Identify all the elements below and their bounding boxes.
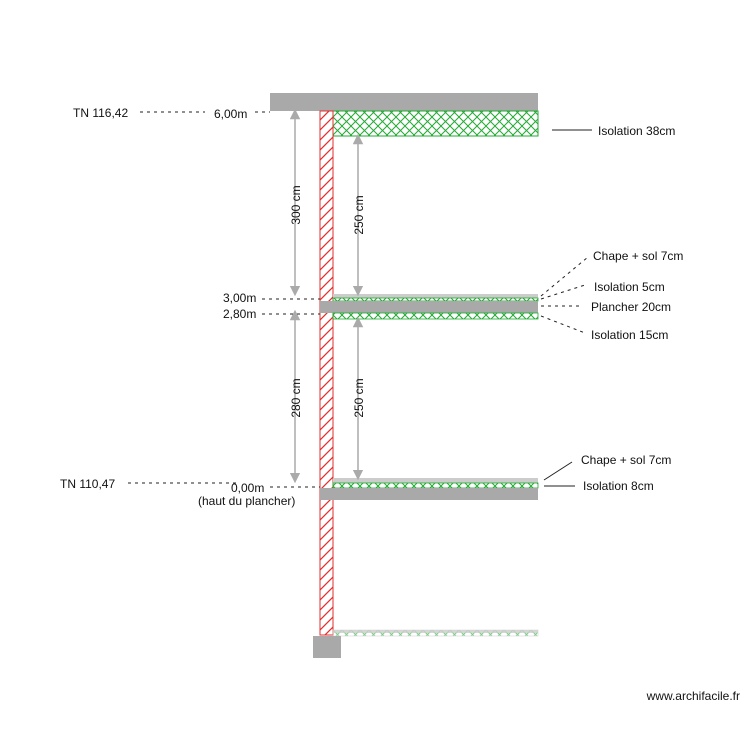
dim-upper-total-label: 300 cm [289,185,303,224]
footing [313,636,341,658]
g-screed-label: Chape + sol 7cm [581,453,671,467]
f1-insulation-top-label: Isolation 5cm [594,280,665,294]
tn-bottom-label: TN 110,47 [60,477,115,491]
tn-top-label: TN 116,42 [73,106,128,120]
basement-slab-gray [333,630,538,633]
f1-slab [320,301,538,313]
ground-level-label: 0,00m [231,481,264,495]
watermark: www.archifacile.fr [646,689,740,703]
f1-screed-label: Chape + sol 7cm [593,249,683,263]
f1-insulation-bottom [332,312,539,320]
g-insulation [332,482,539,489]
g-slab [320,488,538,500]
f1-screed-leader [540,256,589,297]
roof-level-label: 6,00m [214,107,247,121]
g-insulation-label: Isolation 8cm [583,479,654,493]
roof-slab [270,93,538,111]
f1-insulation-top-leader [540,284,586,300]
roof-insulation-label: Isolation 38cm [598,124,675,138]
wall [319,110,334,636]
roof-insulation [332,110,539,137]
ground-level-note: (haut du plancher) [198,494,295,508]
f1-insulation-bottom-leader [540,315,586,334]
f1-top-level-label: 3,00m [223,291,256,305]
f1-slab-label: Plancher 20cm [591,300,671,314]
f1-insulation-bottom-label: Isolation 15cm [591,328,668,342]
f1-bottom-level-label: 2,80m [223,307,256,321]
f1-screed [333,294,538,298]
g-screed [333,478,538,483]
dim-lower-total-label: 280 cm [289,378,303,417]
f1-insulation-top [332,297,539,302]
dim-lower-clear-label: 250 cm [352,378,366,417]
dim-upper-clear-label: 250 cm [352,195,366,234]
g-screed-leader [543,461,573,481]
